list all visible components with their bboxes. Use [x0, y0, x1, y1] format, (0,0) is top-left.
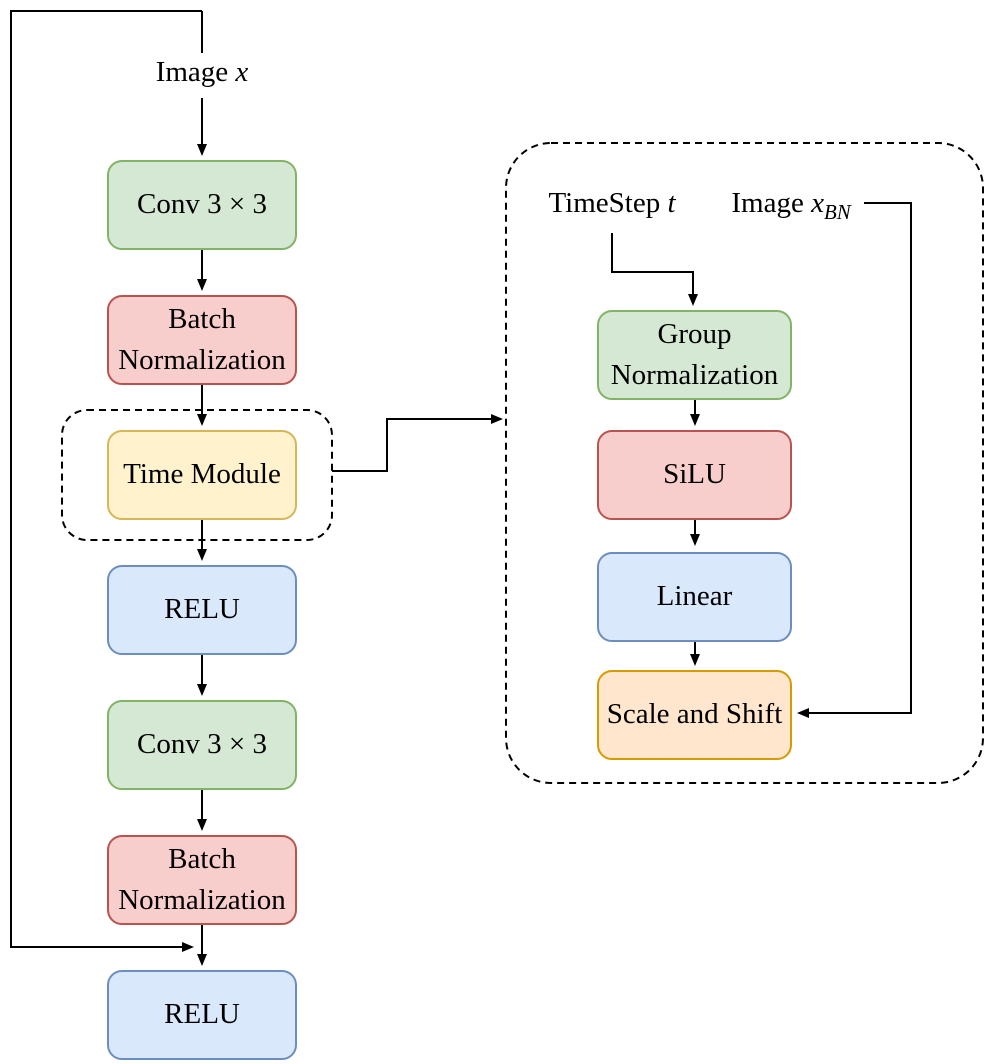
time-module-detail-outline: [505, 142, 984, 784]
node-label: Time Module: [123, 458, 281, 491]
timestep-label: TimeStep t: [527, 186, 697, 221]
arrow-timestep-to-group-norm: [611, 233, 698, 306]
node-label: SiLU: [663, 458, 726, 491]
image-bn-subscript: BN: [823, 199, 851, 224]
input-image-label-text: Image: [155, 56, 236, 88]
timestep-label-text: TimeStep: [548, 187, 668, 219]
arrow-skip-connection: [10, 10, 202, 952]
image-bn-label-text: Image: [731, 187, 812, 219]
input-image-label: Image x: [107, 55, 297, 90]
node-label: Linear: [656, 580, 733, 613]
node-label: Scale and Shift: [606, 698, 783, 731]
node-label: Batch Normalization: [118, 302, 286, 376]
node-label: Conv 3 × 3: [137, 188, 267, 221]
image-bn-var: x: [811, 187, 824, 219]
arrow-time-module-to-detail: [332, 414, 503, 472]
node-label: Batch Normalization: [118, 842, 286, 916]
node-label: RELU: [164, 593, 240, 626]
node-batch-normalization-2: Batch Normalization: [107, 835, 297, 925]
node-label: RELU: [164, 998, 240, 1031]
node-label: Group Normalization: [610, 317, 779, 391]
image-bn-label: Image xBN: [706, 186, 876, 224]
node-label: Conv 3 × 3: [137, 728, 267, 761]
node-conv-3x3-1: Conv 3 × 3: [107, 160, 297, 250]
node-silu: SiLU: [597, 430, 792, 520]
node-batch-normalization-1: Batch Normalization: [107, 295, 297, 385]
input-image-var: x: [235, 56, 249, 88]
node-group-normalization: Group Normalization: [597, 310, 792, 400]
arrow-image-bn-to-scale-shift: [797, 202, 912, 718]
node-linear: Linear: [597, 552, 792, 642]
node-relu-2: RELU: [107, 970, 297, 1060]
node-time-module: Time Module: [107, 430, 297, 520]
node-scale-and-shift: Scale and Shift: [597, 670, 792, 760]
node-conv-3x3-2: Conv 3 × 3: [107, 700, 297, 790]
timestep-var: t: [667, 187, 676, 219]
time-module-group-outline: [61, 409, 333, 541]
node-relu-1: RELU: [107, 565, 297, 655]
